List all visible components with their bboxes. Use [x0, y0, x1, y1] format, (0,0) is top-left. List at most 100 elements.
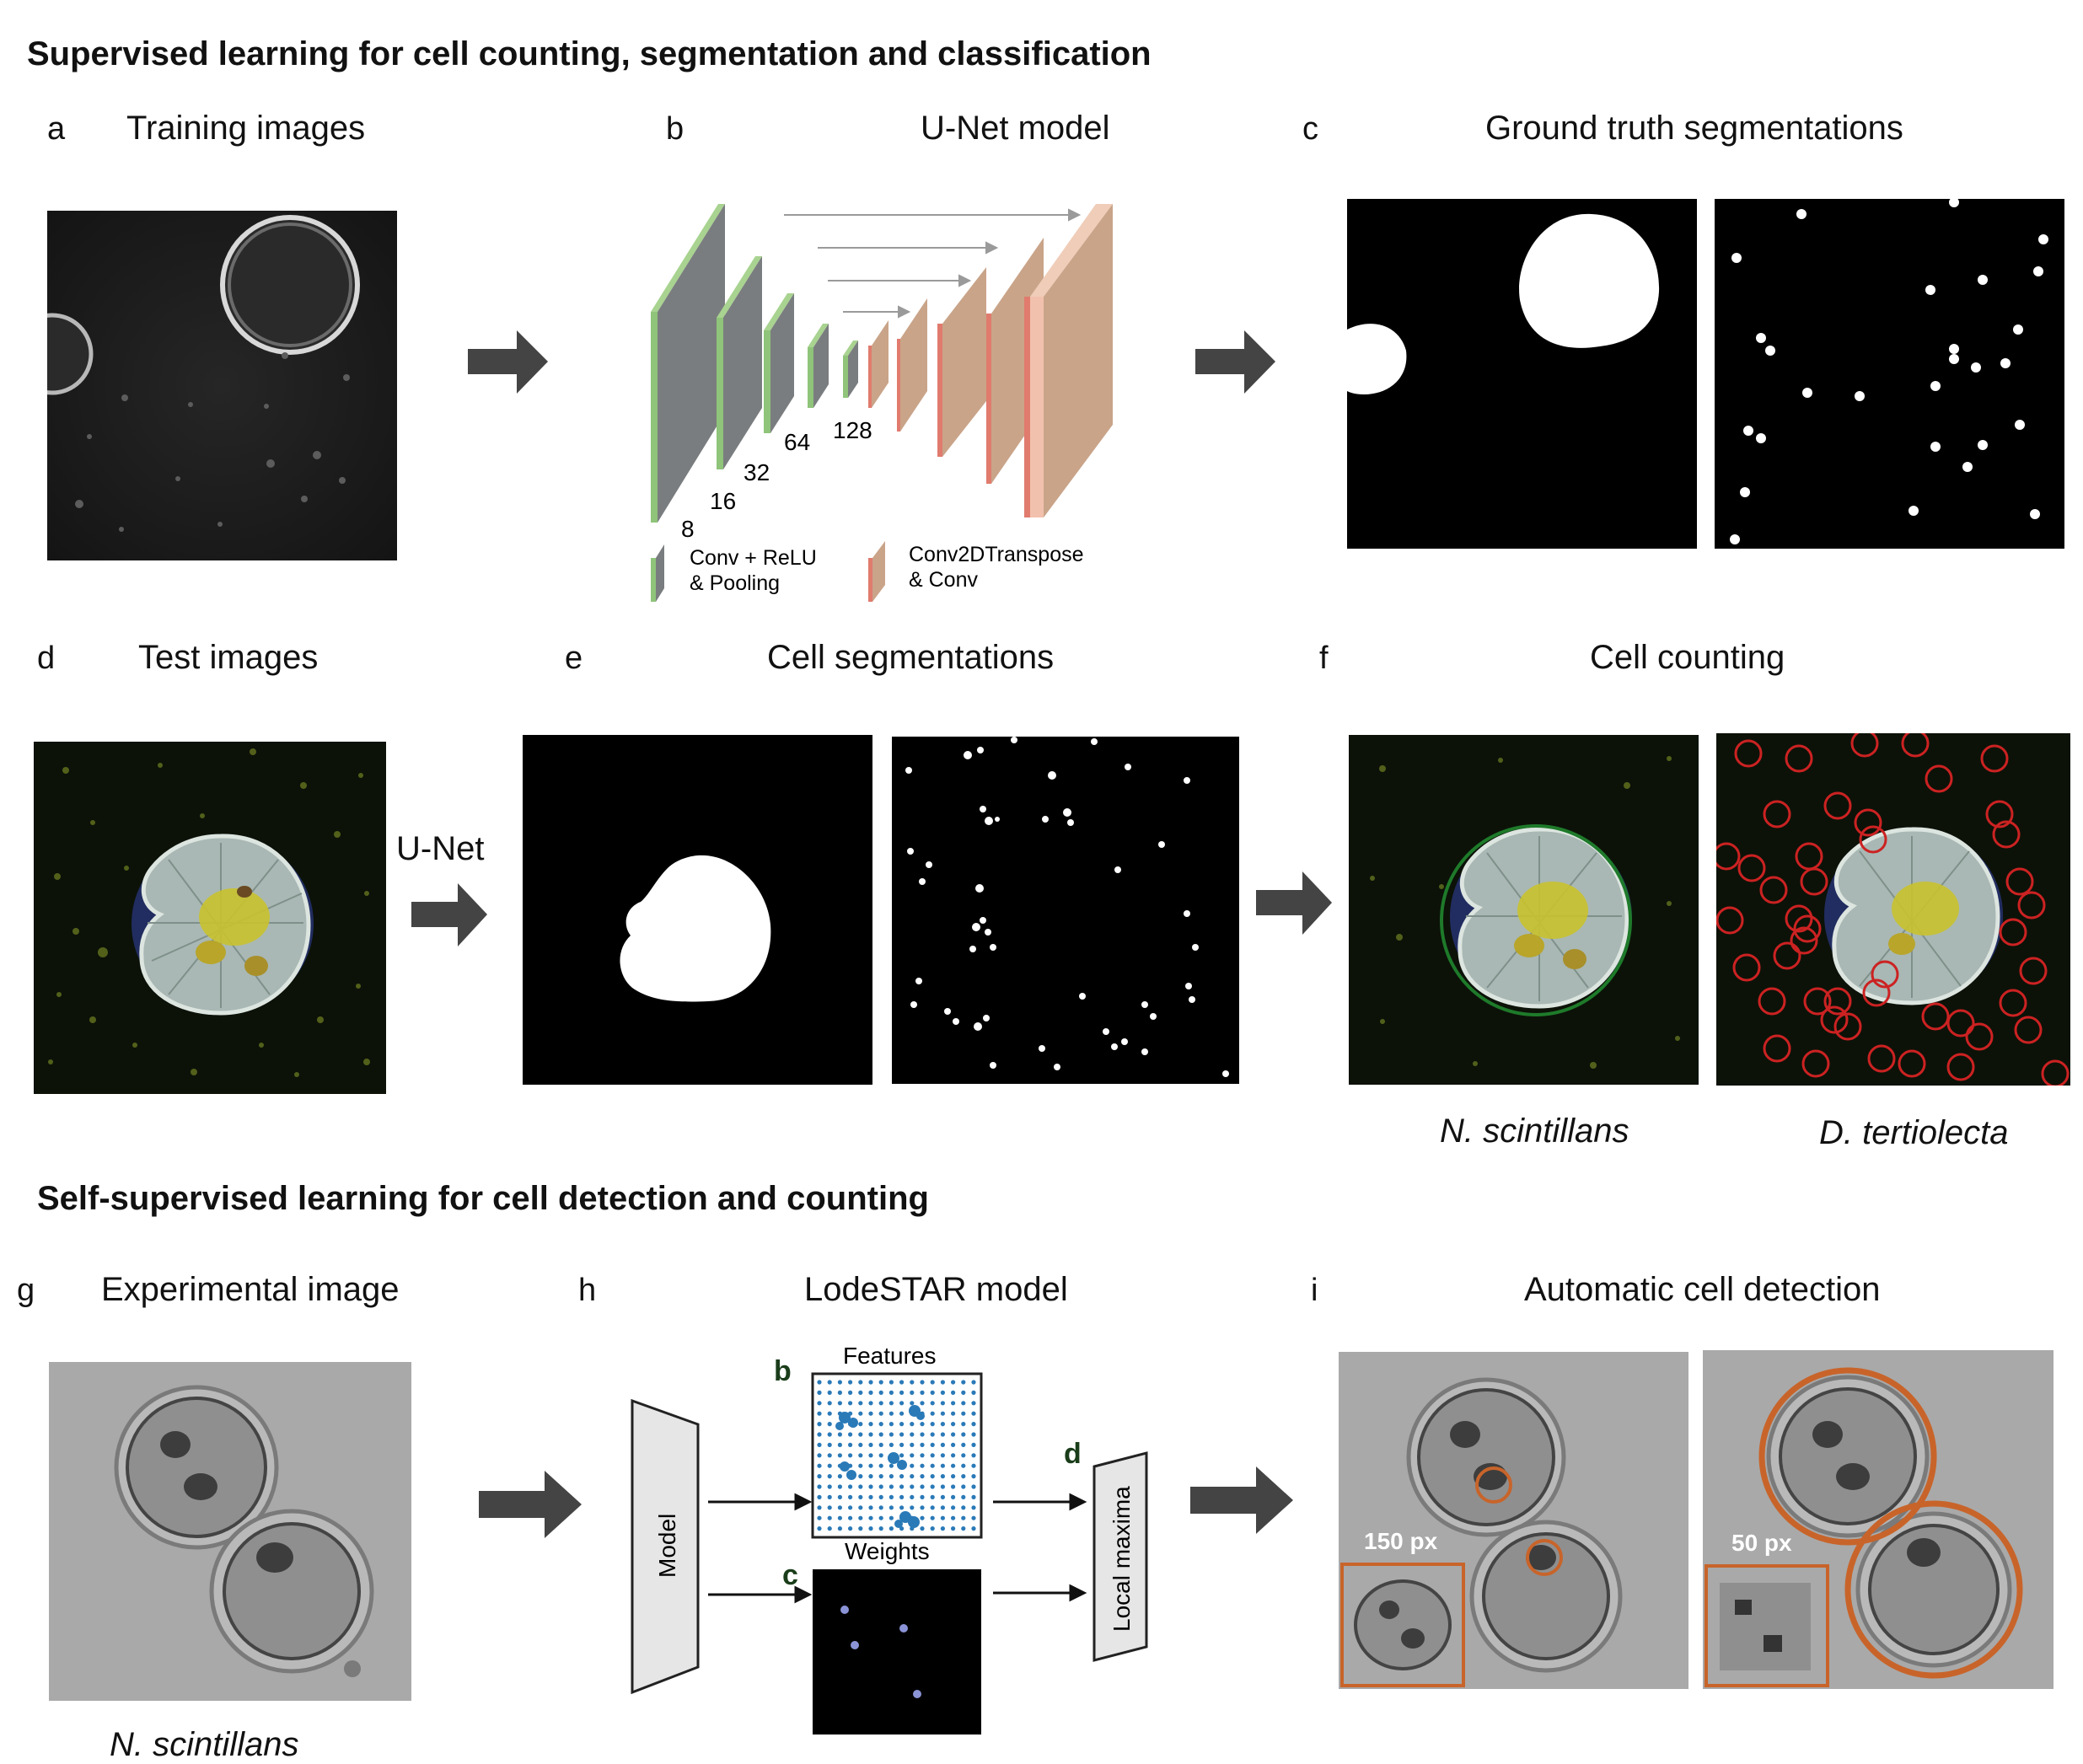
feature-grid-dot: [961, 1453, 966, 1458]
inset-label-50px: 50 px: [1731, 1530, 1792, 1556]
feature-grid-dot: [920, 1390, 925, 1395]
feature-grid-dot: [899, 1494, 905, 1499]
feature-grid-dot: [930, 1505, 935, 1510]
feature-grid-dot: [920, 1432, 925, 1437]
feature-grid-dot: [930, 1422, 935, 1427]
feature-grid-dot: [971, 1526, 976, 1531]
detection-circle-2: [1526, 1539, 1563, 1576]
feature-grid-dot: [858, 1422, 863, 1427]
feature-grid-dot: [888, 1390, 894, 1395]
arrow-d-to-e: [411, 883, 487, 946]
feature-grid-dot: [910, 1380, 915, 1385]
feature-grid-dot: [888, 1401, 894, 1406]
decoder-block-5: [1024, 204, 1113, 517]
feature-grid-dot: [930, 1484, 935, 1489]
channel-label-8: 8: [681, 516, 695, 542]
feature-grid-dot: [930, 1474, 935, 1479]
feature-grid-dot: [858, 1442, 863, 1447]
feature-grid-dot: [827, 1463, 832, 1468]
feature-grid-dot: [951, 1494, 956, 1499]
feature-grid-dot: [848, 1390, 853, 1395]
model-block: [631, 1398, 700, 1695]
feature-grid-dot: [837, 1474, 842, 1479]
feature-grid-dot: [940, 1463, 945, 1468]
feature-grid-dot: [868, 1494, 873, 1499]
feature-grid-dot: [817, 1453, 822, 1458]
feature-grid-dot: [951, 1432, 956, 1437]
feature-grid-dot: [817, 1474, 822, 1479]
feature-grid-dot: [961, 1401, 966, 1406]
panel-title-i: Automatic cell detection: [1524, 1271, 1881, 1308]
feature-grid-dot: [961, 1484, 966, 1489]
feature-grid-dot: [971, 1442, 976, 1447]
feature-grid-dot: [858, 1390, 863, 1395]
feature-grid-dot: [878, 1442, 883, 1447]
test-image: [34, 742, 386, 1094]
weights-map: [813, 1569, 981, 1735]
feature-grid-dot: [910, 1432, 915, 1437]
legend-encoder-swatch: [651, 544, 664, 602]
section-title-supervised: Supervised learning for cell counting, s…: [27, 35, 1152, 72]
feature-grid-dot: [858, 1401, 863, 1406]
sub-label-b: b: [774, 1355, 792, 1387]
feature-grid-dot: [817, 1484, 822, 1489]
feature-grid-dot: [888, 1474, 894, 1479]
feature-grid-dot: [910, 1505, 915, 1510]
detection-image-150px: 150 px: [1339, 1352, 1688, 1689]
feature-grid-dot: [899, 1422, 905, 1427]
channel-label-32: 32: [744, 459, 770, 485]
feature-grid-dot: [858, 1380, 863, 1385]
feature-grid-dot: [878, 1474, 883, 1479]
feature-grid-dot: [951, 1442, 956, 1447]
feature-grid-dot: [888, 1442, 894, 1447]
panel-title-f: Cell counting: [1590, 639, 1785, 676]
local-maxima-block: [1093, 1451, 1148, 1662]
feature-grid-dot: [837, 1401, 842, 1406]
feature-grid-dot: [858, 1505, 863, 1510]
encoder-block-4: [808, 324, 829, 408]
feature-grid-dot: [888, 1526, 894, 1531]
feature-grid-dot: [817, 1432, 822, 1437]
segmentation-mask-large: [523, 735, 872, 1085]
feature-grid-dot: [827, 1494, 832, 1499]
feature-grid-dot: [940, 1526, 945, 1531]
legend-decoder-line1: Conv2DTranspose: [909, 543, 1084, 566]
feature-grid-dot: [920, 1515, 925, 1520]
feature-grid-dot: [971, 1432, 976, 1437]
encoder-block-3: [764, 293, 794, 433]
panel-title-e: Cell segmentations: [767, 639, 1055, 676]
feature-grid-dot: [920, 1453, 925, 1458]
feature-grid-dot: [951, 1380, 956, 1385]
feature-grid-dot: [888, 1432, 894, 1437]
feature-grid-dot: [817, 1422, 822, 1427]
feature-grid-dot: [899, 1390, 905, 1395]
feature-grid-dot: [848, 1515, 853, 1520]
feature-grid-dot: [858, 1515, 863, 1520]
feature-grid-dot: [910, 1463, 915, 1468]
feature-grid-dot: [899, 1380, 905, 1385]
feature-grid-dot: [951, 1422, 956, 1427]
section-title-self-supervised: Self-supervised learning for cell detect…: [37, 1180, 929, 1217]
feature-grid-dot: [878, 1411, 883, 1416]
feature-grid-dot: [920, 1505, 925, 1510]
feature-grid-dot: [961, 1390, 966, 1395]
feature-grid-dot: [868, 1380, 873, 1385]
feature-grid-dot: [817, 1442, 822, 1447]
feature-grid-dot: [827, 1390, 832, 1395]
feature-grid-dot: [878, 1505, 883, 1510]
feature-grid-dot: [899, 1401, 905, 1406]
decoder-block-3: [937, 267, 986, 457]
panel-title-b: U-Net model: [921, 110, 1110, 147]
feature-grid-dot: [858, 1484, 863, 1489]
feature-grid-dot: [858, 1411, 863, 1416]
feature-grid-dot: [971, 1494, 976, 1499]
feature-grid-dot: [920, 1526, 925, 1531]
detection-circle-large-2: [1844, 1500, 2023, 1679]
feature-grid-dot: [951, 1484, 956, 1489]
counting-image-d-tertiolecta: [1716, 733, 2070, 1086]
feature-grid-dot: [940, 1494, 945, 1499]
feature-grid-dot: [920, 1442, 925, 1447]
feature-grid-dot: [930, 1526, 935, 1531]
caption-n-scintillans-g: N. scintillans: [110, 1726, 299, 1763]
legend-encoder-line1: Conv + ReLU: [690, 546, 817, 570]
